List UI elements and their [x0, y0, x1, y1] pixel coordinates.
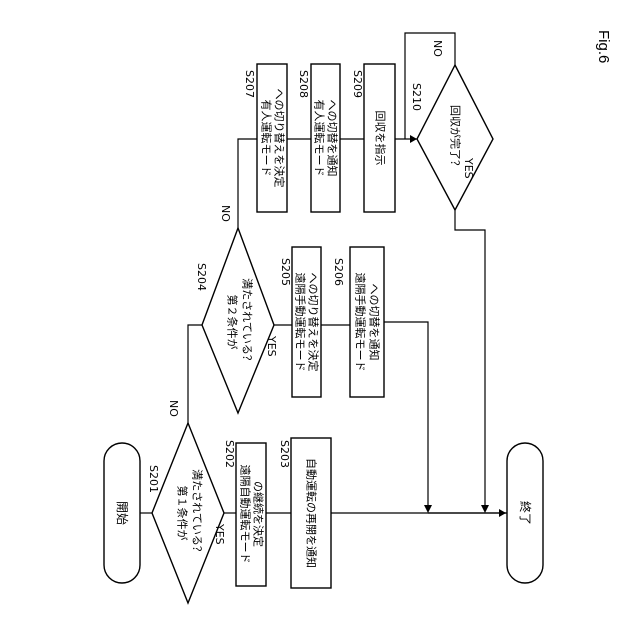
- s210-yes-label: YES: [462, 157, 475, 179]
- s201-step-id: S201: [147, 465, 160, 493]
- connector-s206-merge: [384, 322, 428, 509]
- s203-step-id: S203: [278, 440, 291, 468]
- s202-text-line1: 遠隔自動運転モード: [239, 465, 253, 564]
- s206-text-line2: への切替を通知: [368, 284, 382, 361]
- s209-step-id: S209: [351, 70, 364, 98]
- arrowhead: [499, 509, 506, 517]
- s210-step-id: S210: [410, 83, 423, 111]
- s201-text-line1: 第１条件が: [176, 486, 190, 541]
- s205-text-line2: への切り替えを決定: [307, 273, 321, 372]
- s201-text-line2: 満たされている？: [191, 469, 204, 557]
- s206-step-id: S206: [332, 258, 345, 286]
- s207-text-line1: 有人運転モード: [260, 100, 274, 177]
- arrowhead: [424, 505, 432, 513]
- s204-text-line1: 第２条件が: [226, 295, 240, 350]
- connector-s204-s207: [238, 139, 257, 228]
- s203-text-line1: 自動運転の再開を通知: [305, 458, 319, 568]
- s202-text-line2: の継続を決定: [252, 481, 266, 547]
- s204-yes-label: YES: [265, 335, 278, 357]
- end-label: 終了: [518, 501, 533, 525]
- s201-no-label: NO: [167, 400, 180, 417]
- connector-s201-s204: [188, 325, 202, 433]
- s207-step-id: S207: [243, 70, 256, 98]
- start-label: 開始: [115, 501, 129, 525]
- s202-step-id: S202: [223, 440, 236, 468]
- s204-text-line2: 満たされている？: [241, 278, 254, 366]
- s206-text-line1: 遠隔手動運転モード: [354, 273, 368, 372]
- s209-text-line1: 回収を指示: [374, 111, 388, 166]
- s204-step-id: S204: [195, 263, 208, 291]
- connector-s210-end: [455, 210, 485, 509]
- s208-text-line2: への切替を通知: [326, 100, 340, 177]
- s207-text-line2: への切り替えを決定: [273, 89, 287, 188]
- s205-text-line1: 遠隔手動運転モード: [294, 273, 308, 372]
- s208-step-id: S208: [297, 70, 310, 98]
- s204-no-label: NO: [219, 205, 232, 222]
- s205-step-id: S205: [279, 258, 292, 286]
- s210-text-line1: 回収が完了？: [449, 105, 463, 171]
- s201-yes-label: YES: [213, 523, 226, 545]
- arrowhead: [410, 135, 417, 143]
- arrowhead: [481, 505, 489, 513]
- s210-no-label: NO: [431, 40, 444, 57]
- s208-text-line1: 有人運転モード: [313, 100, 327, 177]
